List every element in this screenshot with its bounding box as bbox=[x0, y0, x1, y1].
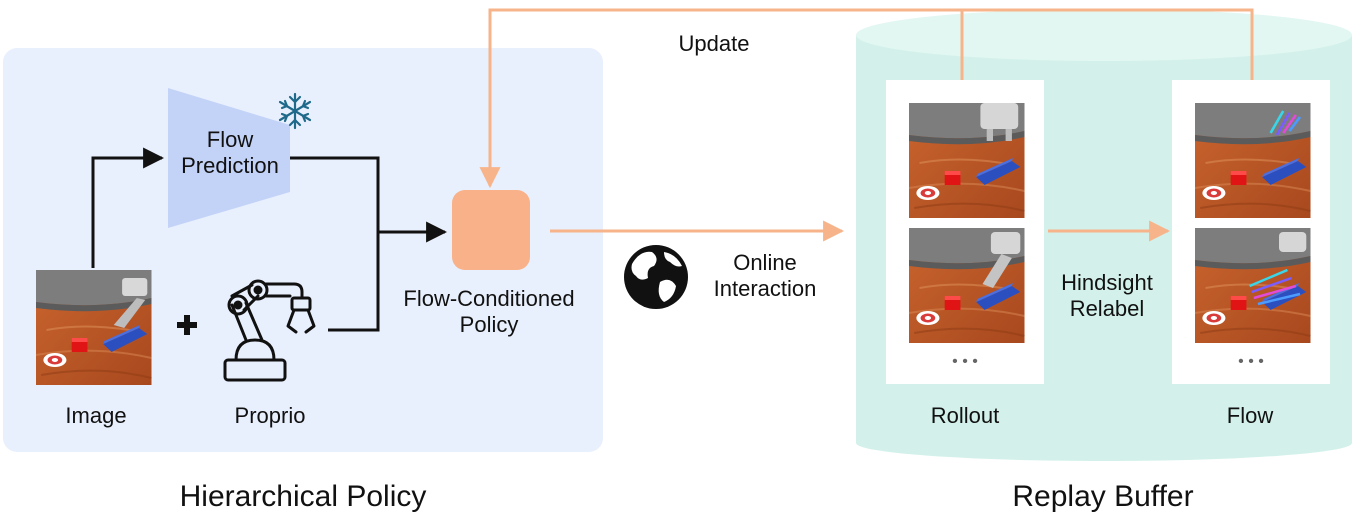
update-arrow bbox=[479, 8, 1254, 189]
globe-icon bbox=[624, 245, 688, 309]
hierarchical-policy-title: Hierarchical Policy bbox=[179, 480, 427, 513]
flow-prediction-block bbox=[168, 88, 290, 228]
replay-buffer-title: Replay Buffer bbox=[1012, 480, 1194, 513]
policy-label: Flow-Conditioned Policy bbox=[403, 286, 575, 338]
image-label: Image bbox=[65, 403, 127, 428]
rollout-label: Rollout bbox=[930, 403, 1000, 428]
robot-arm-icon bbox=[223, 279, 316, 382]
online-interaction-label: Online Interaction bbox=[713, 250, 817, 302]
update-label: Update bbox=[678, 31, 750, 56]
proprio-label: Proprio bbox=[234, 403, 306, 428]
input-image-thumbnail bbox=[34, 268, 153, 387]
flow-frame-2 bbox=[1193, 226, 1312, 345]
merge-lines bbox=[290, 156, 380, 332]
flow-prediction-label: Flow Prediction bbox=[181, 127, 279, 179]
flow-ellipsis: • • • bbox=[1238, 353, 1264, 370]
hindsight-relabel-label: Hindsight Relabel bbox=[1061, 270, 1153, 322]
rollout-ellipsis: • • • bbox=[952, 353, 978, 370]
flow-frame-1 bbox=[1193, 101, 1312, 220]
rollout-frame-2 bbox=[907, 226, 1026, 345]
flow-conditioned-policy-box bbox=[452, 190, 530, 270]
image-to-flow-arrow bbox=[91, 147, 165, 268]
rollout-frame-1 bbox=[907, 101, 1026, 220]
snowflake-icon bbox=[278, 92, 312, 130]
flow-label: Flow bbox=[1226, 403, 1274, 428]
plus-sign bbox=[177, 315, 197, 335]
